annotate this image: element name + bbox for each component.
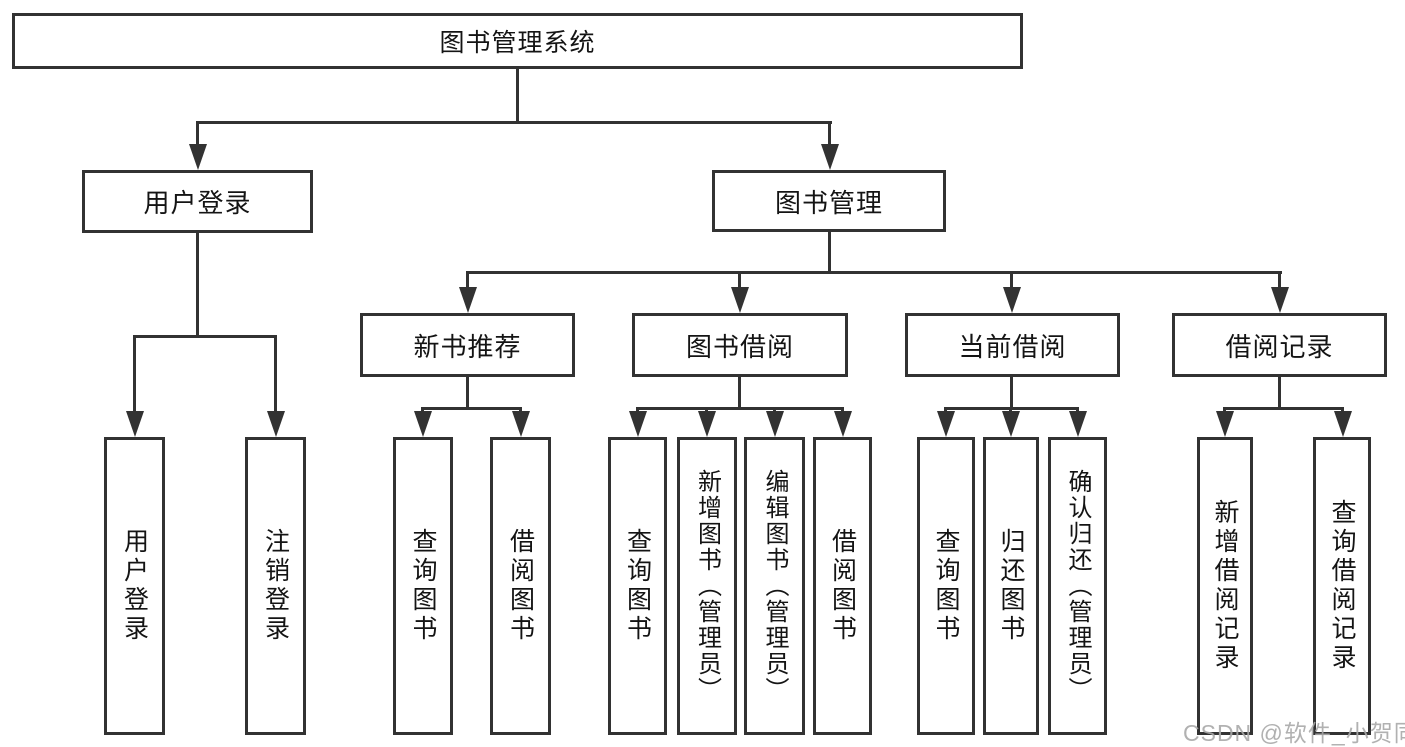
- arrow-book-mgmt: [821, 144, 839, 170]
- node-user-login: 用户登录: [82, 170, 313, 233]
- node-new-book-rec-label: 新书推荐: [413, 331, 522, 362]
- node-library-system-label: 图书管理系统: [439, 29, 596, 57]
- arrow-br-add: [1216, 411, 1234, 437]
- node-book-mgmt: 图书管理: [712, 170, 946, 232]
- node-borrow-records: 借阅记录: [1172, 313, 1387, 377]
- arrow-leaf-user-login: [126, 411, 144, 437]
- connector-book-borrow-rail: [636, 407, 844, 410]
- node-book-borrow: 图书借阅: [632, 313, 848, 377]
- arrow-book-borrow: [731, 287, 749, 313]
- connector-drop-leaf-user-login: [133, 335, 136, 417]
- leaf-bb-query-books-label: 查询图书: [623, 528, 652, 644]
- leaf-bb-edit-books: 编辑图书（管理员）: [744, 437, 805, 735]
- arrow-current-borrow: [1003, 287, 1021, 313]
- leaf-cb-return-books-label: 归还图书: [997, 528, 1025, 644]
- arrow-leaf-logout: [267, 411, 285, 437]
- leaf-user-login: 用户登录: [104, 437, 165, 735]
- leaf-bb-add-books: 新增图书（管理员）: [677, 437, 737, 735]
- leaf-br-query-record-label: 查询借阅记录: [1328, 499, 1356, 673]
- leaf-cb-confirm-return: 确认归还（管理员）: [1048, 437, 1107, 735]
- connector-new-book-stub: [466, 377, 469, 410]
- leaf-nb-query-books: 查询图书: [393, 437, 453, 735]
- leaf-user-login-label: 用户登录: [120, 528, 149, 644]
- connector-root-stub: [516, 68, 519, 124]
- leaf-cb-return-books: 归还图书: [983, 437, 1039, 735]
- arrow-bb-add: [698, 411, 716, 437]
- arrow-nb-query: [414, 411, 432, 437]
- arrow-br-query: [1334, 411, 1352, 437]
- node-user-login-label: 用户登录: [143, 188, 252, 218]
- node-new-book-rec: 新书推荐: [360, 313, 575, 377]
- leaf-logout: 注销登录: [245, 437, 306, 735]
- arrow-cb-return: [1002, 411, 1020, 437]
- arrow-bb-query: [629, 411, 647, 437]
- node-borrow-records-label: 借阅记录: [1225, 331, 1334, 362]
- leaf-nb-query-books-label: 查询图书: [409, 528, 437, 644]
- leaf-cb-query-books: 查询图书: [917, 437, 975, 735]
- leaf-cb-query-books-label: 查询图书: [932, 528, 960, 644]
- arrow-bb-edit: [766, 411, 784, 437]
- arrow-user-login: [189, 144, 207, 170]
- connector-current-borrow-stub: [1010, 377, 1013, 410]
- arrow-nb-borrow: [512, 411, 530, 437]
- node-book-mgmt-label: 图书管理: [774, 187, 883, 218]
- leaf-nb-borrow-books-label: 借阅图书: [506, 528, 535, 644]
- connector-drop-leaf-logout: [274, 335, 277, 417]
- node-current-borrow-label: 当前借阅: [958, 331, 1067, 362]
- leaf-br-add-record: 新增借阅记录: [1197, 437, 1253, 735]
- arrow-cb-query: [937, 411, 955, 437]
- leaf-bb-borrow-books-label: 借阅图书: [828, 528, 857, 644]
- leaf-logout-label: 注销登录: [261, 528, 290, 644]
- leaf-bb-add-books-label: 新增图书（管理员）: [693, 469, 721, 703]
- connector-book-borrow-stub: [738, 377, 741, 410]
- connector-level2-rail: [466, 271, 1282, 274]
- connector-drop-book-mgmt: [828, 121, 831, 149]
- connector-book-mgmt-stub: [828, 232, 831, 274]
- arrow-bb-borrow: [834, 411, 852, 437]
- arrow-new-book: [459, 287, 477, 313]
- node-current-borrow: 当前借阅: [905, 313, 1120, 377]
- connector-drop-book-borrow: [738, 271, 741, 293]
- node-book-borrow-label: 图书借阅: [685, 331, 794, 362]
- connector-drop-current-borrow: [1010, 271, 1013, 293]
- arrow-cb-confirm: [1069, 411, 1087, 437]
- leaf-bb-edit-books-label: 编辑图书（管理员）: [761, 469, 788, 703]
- node-library-system: 图书管理系统: [12, 13, 1023, 69]
- leaf-bb-query-books: 查询图书: [608, 437, 667, 735]
- connector-user-login-rail: [133, 335, 277, 338]
- connector-drop-borrow-records: [1278, 271, 1281, 293]
- leaf-br-query-record: 查询借阅记录: [1313, 437, 1371, 735]
- leaf-cb-confirm-return-label: 确认归还（管理员）: [1064, 469, 1091, 703]
- connector-drop-new-book: [466, 271, 469, 293]
- connector-user-login-stub: [196, 233, 199, 338]
- leaf-br-add-record-label: 新增借阅记录: [1211, 499, 1239, 673]
- leaf-bb-borrow-books: 借阅图书: [813, 437, 872, 735]
- connector-level1-rail: [196, 121, 832, 124]
- connector-drop-user-login: [196, 121, 199, 149]
- leaf-nb-borrow-books: 借阅图书: [490, 437, 551, 735]
- arrow-borrow-records: [1271, 287, 1289, 313]
- connector-borrow-records-rail: [1223, 407, 1344, 410]
- connector-new-book-rail: [421, 407, 522, 410]
- connector-borrow-records-stub: [1278, 377, 1281, 410]
- csdn-watermark: CSDN @软件_小贺同学: [1183, 720, 1405, 746]
